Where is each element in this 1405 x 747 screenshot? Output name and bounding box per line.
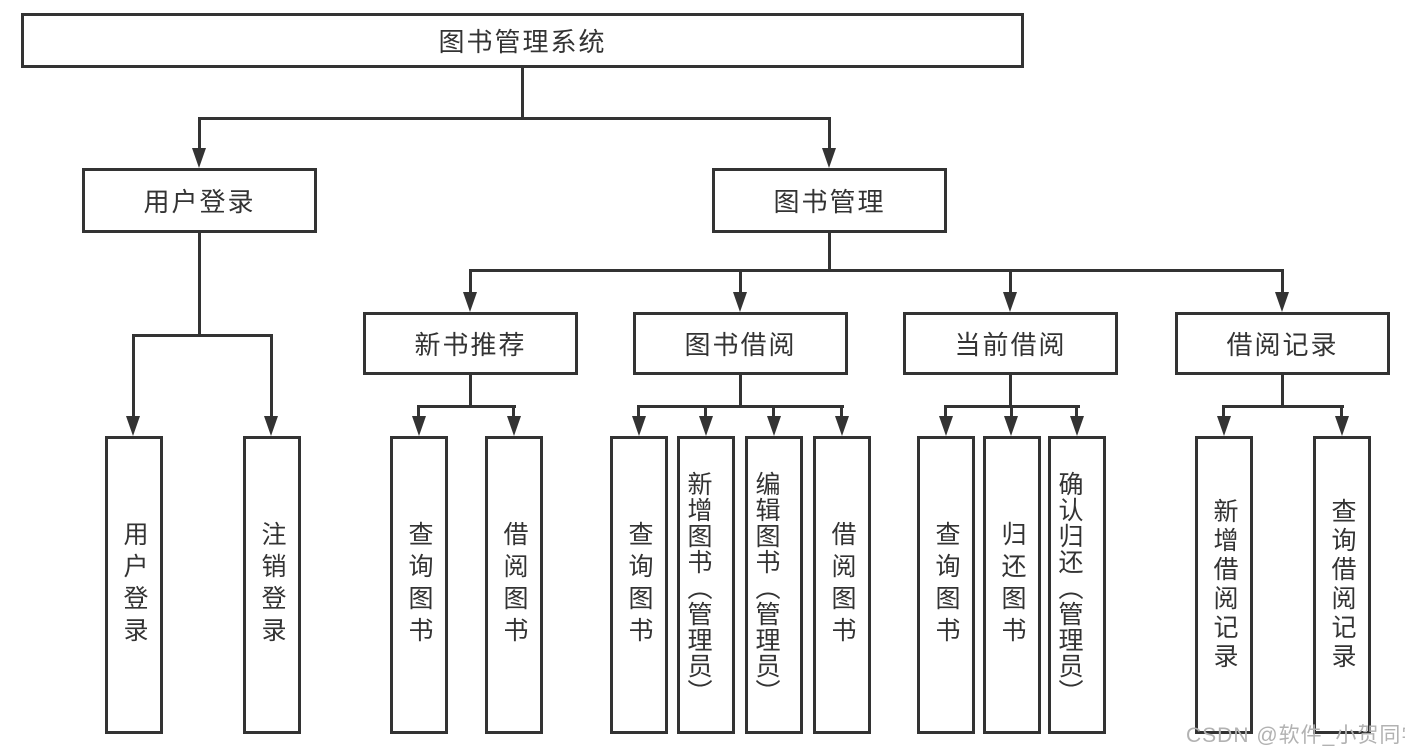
connector-drop-query-books-recommend xyxy=(417,407,420,418)
node-book-borrowing-label: 图书借阅 xyxy=(684,330,797,360)
connector-drop-query-books-borrowing xyxy=(637,407,640,418)
leaf-add-book-admin: 新增图书（管理员） xyxy=(677,436,735,734)
connector-drop-leaf-user-login xyxy=(132,336,135,418)
connector-new-book-recommend-stem xyxy=(469,375,472,408)
node-new-book-recommend: 新书推荐 xyxy=(363,312,578,375)
arrowhead-edit-book-admin-icon xyxy=(767,416,781,436)
connector-drop-book-management xyxy=(828,117,831,150)
connector-user-login-stem xyxy=(198,233,201,337)
leaf-query-books-borrowing: 查询图书 xyxy=(610,436,668,734)
connector-drop-edit-book-admin xyxy=(772,407,775,418)
arrowhead-query-books-recommend-icon xyxy=(412,416,426,436)
arrowhead-book-management-icon xyxy=(822,148,836,168)
connector-drop-borrow-books-borrowing xyxy=(840,407,843,418)
node-book-management-label: 图书管理 xyxy=(773,187,886,217)
arrowhead-book-borrowing-icon xyxy=(733,292,747,312)
arrowhead-new-book-recommend-icon xyxy=(463,292,477,312)
connector-borrow-records-stem xyxy=(1281,375,1284,408)
connector-drop-book-borrowing xyxy=(739,271,742,294)
connector-drop-query-books-current xyxy=(944,407,947,418)
connector-drop-confirm-return-admin xyxy=(1075,407,1078,418)
leaf-query-borrow-record-label: 查询借阅记录 xyxy=(1328,498,1356,672)
connector-drop-borrow-books-recommend xyxy=(512,407,515,418)
connector-drop-current-borrowing xyxy=(1009,271,1012,294)
leaf-query-borrow-record: 查询借阅记录 xyxy=(1313,436,1371,734)
connector-drop-borrow-records xyxy=(1281,271,1284,294)
leaf-add-borrow-record-label: 新增借阅记录 xyxy=(1210,498,1238,672)
csdn-watermark: CSDN @软件_小贺同学 xyxy=(1186,724,1405,747)
arrowhead-return-book-icon xyxy=(1004,416,1018,436)
connector-borrow-records-hbar xyxy=(1222,405,1344,408)
node-current-borrowing-label: 当前借阅 xyxy=(954,330,1067,360)
leaf-query-books-current-label: 查询图书 xyxy=(932,521,960,649)
connector-current-borrowing-hbar xyxy=(944,405,1080,408)
connector-book-borrowing-stem xyxy=(739,375,742,408)
node-user-login-label: 用户登录 xyxy=(143,187,256,217)
leaf-edit-book-admin: 编辑图书（管理员） xyxy=(745,436,803,734)
connector-current-borrowing-stem xyxy=(1009,375,1012,408)
leaf-query-books-recommend: 查询图书 xyxy=(390,436,448,734)
node-root: 图书管理系统 xyxy=(21,13,1024,68)
connector-book-borrowing-hbar xyxy=(637,405,844,408)
leaf-user-login: 用户登录 xyxy=(105,436,163,734)
leaf-borrow-books-borrowing: 借阅图书 xyxy=(813,436,871,734)
node-root-label: 图书管理系统 xyxy=(438,27,607,57)
node-current-borrowing: 当前借阅 xyxy=(903,312,1118,375)
arrowhead-user-login-icon xyxy=(192,148,206,168)
arrowhead-borrow-books-borrowing-icon xyxy=(835,416,849,436)
connector-drop-user-login xyxy=(198,117,201,150)
leaf-query-books-borrowing-label: 查询图书 xyxy=(625,521,653,649)
connector-drop-add-book-admin xyxy=(704,407,707,418)
connector-drop-add-borrow-record xyxy=(1222,407,1225,418)
leaf-user-login-label: 用户登录 xyxy=(120,521,148,649)
leaf-borrow-books-borrowing-label: 借阅图书 xyxy=(828,521,856,649)
arrowhead-add-borrow-record-icon xyxy=(1217,416,1231,436)
node-user-login: 用户登录 xyxy=(82,168,317,233)
node-borrow-records: 借阅记录 xyxy=(1175,312,1390,375)
arrowhead-borrow-records-icon xyxy=(1275,292,1289,312)
leaf-query-books-current: 查询图书 xyxy=(917,436,975,734)
connector-user-login-hbar xyxy=(132,334,273,337)
leaf-confirm-return-admin: 确认归还（管理员） xyxy=(1048,436,1106,734)
leaf-return-book-label: 归还图书 xyxy=(998,521,1026,649)
leaf-confirm-return-admin-label: 确认归还（管理员） xyxy=(1055,470,1083,705)
arrowhead-borrow-books-recommend-icon xyxy=(507,416,521,436)
connector-new-book-recommend-hbar xyxy=(417,405,516,408)
connector-drop-query-borrow-record xyxy=(1340,407,1343,418)
arrowhead-leaf-user-login-icon xyxy=(126,416,140,436)
arrowhead-query-books-borrowing-icon xyxy=(632,416,646,436)
arrowhead-current-borrowing-icon xyxy=(1003,292,1017,312)
connector-root-hbar xyxy=(198,117,831,120)
connector-book-management-stem xyxy=(828,233,831,272)
node-book-management: 图书管理 xyxy=(712,168,947,233)
node-borrow-records-label: 借阅记录 xyxy=(1226,330,1339,360)
leaf-query-books-recommend-label: 查询图书 xyxy=(405,521,433,649)
leaf-logout: 注销登录 xyxy=(243,436,301,734)
connector-drop-new-book-recommend xyxy=(469,271,472,294)
leaf-add-borrow-record: 新增借阅记录 xyxy=(1195,436,1253,734)
connector-drop-return-book xyxy=(1010,407,1013,418)
leaf-borrow-books-recommend-label: 借阅图书 xyxy=(500,521,528,649)
connector-drop-leaf-logout xyxy=(270,336,273,418)
arrowhead-add-book-admin-icon xyxy=(699,416,713,436)
arrowhead-query-borrow-record-icon xyxy=(1335,416,1349,436)
leaf-borrow-books-recommend: 借阅图书 xyxy=(485,436,543,734)
connector-root-stem xyxy=(521,68,524,117)
arrowhead-leaf-logout-icon xyxy=(264,416,278,436)
node-new-book-recommend-label: 新书推荐 xyxy=(414,330,527,360)
leaf-return-book: 归还图书 xyxy=(983,436,1041,734)
leaf-edit-book-admin-label: 编辑图书（管理员） xyxy=(752,470,780,705)
leaf-logout-label: 注销登录 xyxy=(258,521,286,649)
leaf-add-book-admin-label: 新增图书（管理员） xyxy=(684,470,712,705)
node-book-borrowing: 图书借阅 xyxy=(633,312,848,375)
arrowhead-confirm-return-admin-icon xyxy=(1070,416,1084,436)
connector-book-management-hbar xyxy=(469,269,1284,272)
arrowhead-query-books-current-icon xyxy=(939,416,953,436)
